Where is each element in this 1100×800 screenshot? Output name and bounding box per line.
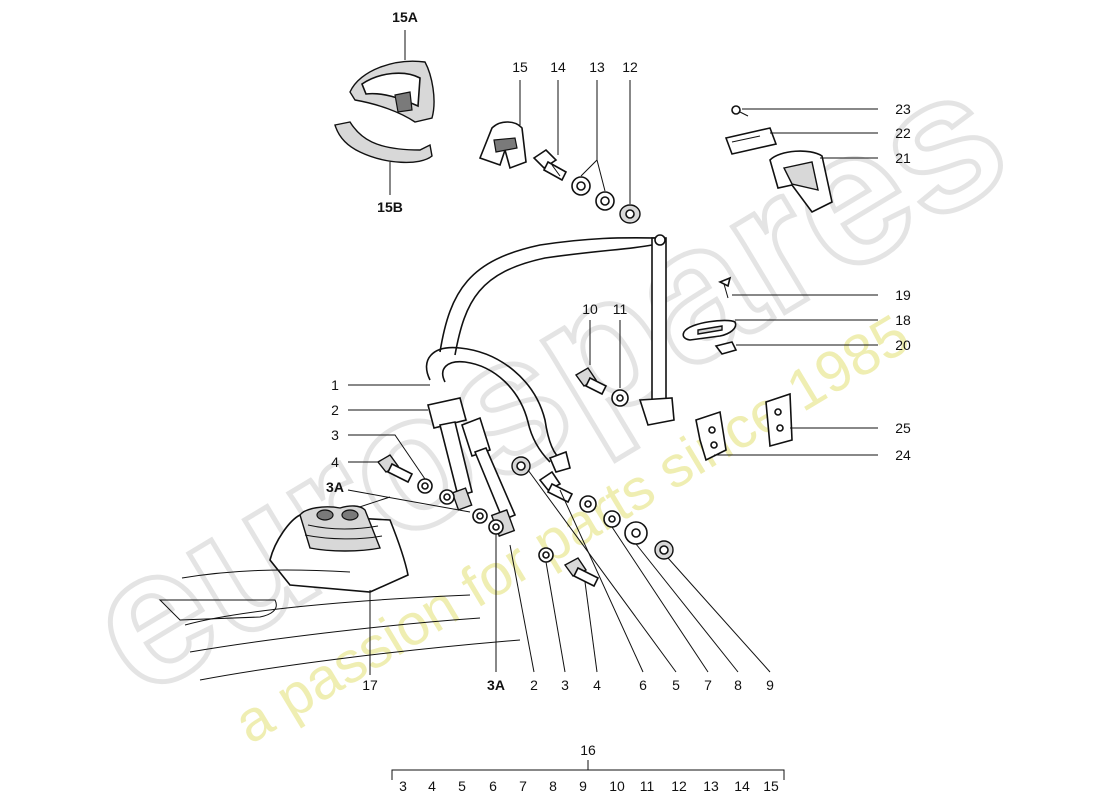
callout-11: 11	[613, 301, 628, 317]
callout-22: 22	[895, 125, 911, 141]
callout-bottom-3: 3	[561, 677, 569, 693]
part-17-tunnel-boot[interactable]	[158, 505, 521, 681]
callout-25: 25	[895, 420, 911, 436]
kit-item-14: 14	[734, 778, 750, 794]
kit-item-10: 10	[609, 778, 625, 794]
part-15b-trim-strip[interactable]	[334, 121, 433, 164]
part-21-cover[interactable]	[769, 150, 833, 214]
callout-3a: 3A	[326, 479, 344, 495]
part-12-nut[interactable]	[619, 204, 641, 224]
part-11-washer[interactable]	[611, 389, 629, 407]
callout-23: 23	[895, 101, 911, 117]
part-15-cover-cap[interactable]	[478, 121, 527, 170]
callout-bottom-7: 7	[704, 677, 712, 693]
part-2-buckle[interactable]	[427, 397, 517, 537]
callout-bottom-9: 9	[766, 677, 774, 693]
part-22-plate[interactable]	[724, 127, 778, 155]
part-19-screw[interactable]	[718, 276, 732, 299]
callout-20: 20	[895, 337, 911, 353]
callout-4: 4	[331, 454, 339, 470]
part-14-bolt[interactable]	[532, 148, 568, 182]
callout-2: 2	[331, 402, 339, 418]
kit-item-15: 15	[763, 778, 779, 794]
callout-bottom-2: 2	[530, 677, 538, 693]
part-20-clip[interactable]	[714, 341, 738, 355]
callout-18: 18	[895, 312, 911, 328]
part-23-screw[interactable]	[731, 105, 749, 117]
kit-item-9: 9	[579, 778, 587, 794]
part-18-plate[interactable]	[682, 319, 737, 341]
part-25-bracket[interactable]	[765, 392, 793, 448]
watermark-brand: eurospares	[52, 26, 1039, 735]
callout-bottom-4: 4	[593, 677, 601, 693]
callout-24: 24	[895, 447, 911, 463]
callout-12: 12	[622, 59, 638, 75]
kit-item-12: 12	[671, 778, 687, 794]
part-4-bolt-left[interactable]	[376, 454, 414, 484]
part-1-seat-belt-assembly[interactable]	[425, 234, 675, 473]
callout-13: 13	[589, 59, 605, 75]
callout-1: 1	[331, 377, 339, 393]
callout-bottom-6: 6	[639, 677, 647, 693]
part-13-washers[interactable]	[571, 176, 615, 211]
callout-21: 21	[895, 150, 911, 166]
callout-3: 3	[331, 427, 339, 443]
kit-16-bracket: 16 3 4 5 6 7 8 9 10 11 12 13 14 15	[391, 742, 785, 794]
kit-item-4: 4	[428, 778, 436, 794]
kit-item-11: 11	[640, 778, 655, 794]
callout-14: 14	[550, 59, 566, 75]
callout-17: 17	[362, 677, 378, 693]
part-15a-bezel-cover[interactable]	[349, 60, 435, 123]
callout-15: 15	[512, 59, 528, 75]
callout-15b: 15B	[377, 199, 403, 215]
callout-bottom-8: 8	[734, 677, 742, 693]
watermark: eurospares a passion for parts since 198…	[49, 23, 1041, 756]
kit-item-3: 3	[399, 778, 407, 794]
callout-bottom-3a: 3A	[487, 677, 505, 693]
kit-item-5: 5	[458, 778, 466, 794]
callout-16: 16	[580, 742, 596, 758]
kit-item-13: 13	[703, 778, 719, 794]
callout-10: 10	[582, 301, 598, 317]
part-10-bolt[interactable]	[574, 367, 608, 396]
callout-15a: 15A	[392, 9, 418, 25]
callout-19: 19	[895, 287, 911, 303]
kit-item-8: 8	[549, 778, 557, 794]
kit-item-6: 6	[489, 778, 497, 794]
kit-item-7: 7	[519, 778, 527, 794]
callout-bottom-5: 5	[672, 677, 680, 693]
